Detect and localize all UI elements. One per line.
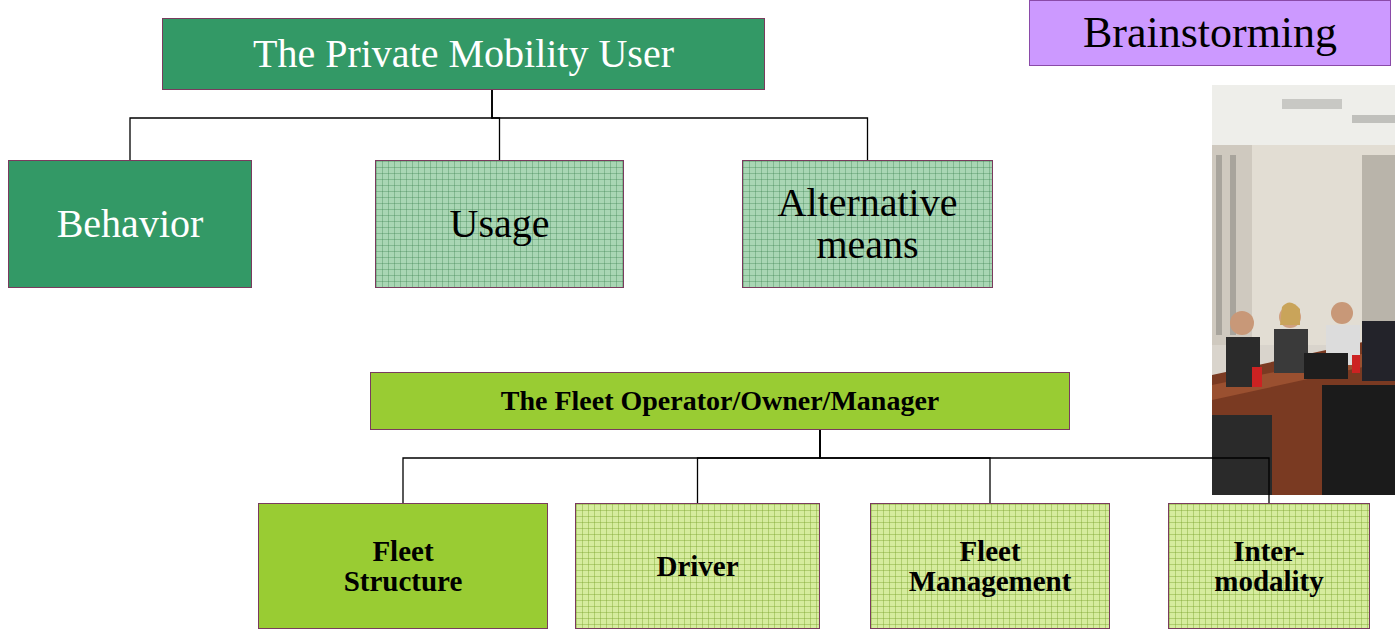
tree-connector	[820, 430, 990, 503]
category-box: Usage	[375, 160, 624, 288]
tree-connector	[403, 430, 820, 503]
category-box: Inter-modality	[1168, 503, 1370, 629]
tree-connector	[492, 90, 868, 160]
tree-connector	[820, 430, 1269, 503]
tree-connector	[130, 90, 492, 160]
category-box: Fleet Management	[870, 503, 1110, 629]
node-label: Fleet Management	[895, 536, 1085, 597]
node-label: Inter-modality	[1204, 536, 1334, 597]
category-box: Fleet Structure	[258, 503, 548, 629]
heading-box: Brainstorming	[1029, 0, 1391, 66]
node-label: Brainstorming	[1083, 10, 1337, 56]
node-label: Alternative means	[765, 182, 970, 266]
category-box: Driver	[575, 503, 820, 629]
meeting-photo	[1212, 85, 1395, 495]
node-label: Fleet Structure	[323, 536, 483, 597]
node-label: Behavior	[57, 203, 204, 245]
root-box: The Private Mobility User	[162, 18, 765, 90]
tree-connector	[698, 430, 821, 503]
node-label: The Private Mobility User	[253, 33, 674, 75]
tree-connector	[492, 90, 500, 160]
node-label: The Fleet Operator/Owner/Manager	[501, 386, 940, 415]
category-box: Alternative means	[742, 160, 993, 288]
node-label: Driver	[656, 551, 738, 581]
category-box: Behavior	[8, 160, 252, 288]
node-label: Usage	[450, 203, 550, 245]
root-box: The Fleet Operator/Owner/Manager	[370, 372, 1070, 430]
